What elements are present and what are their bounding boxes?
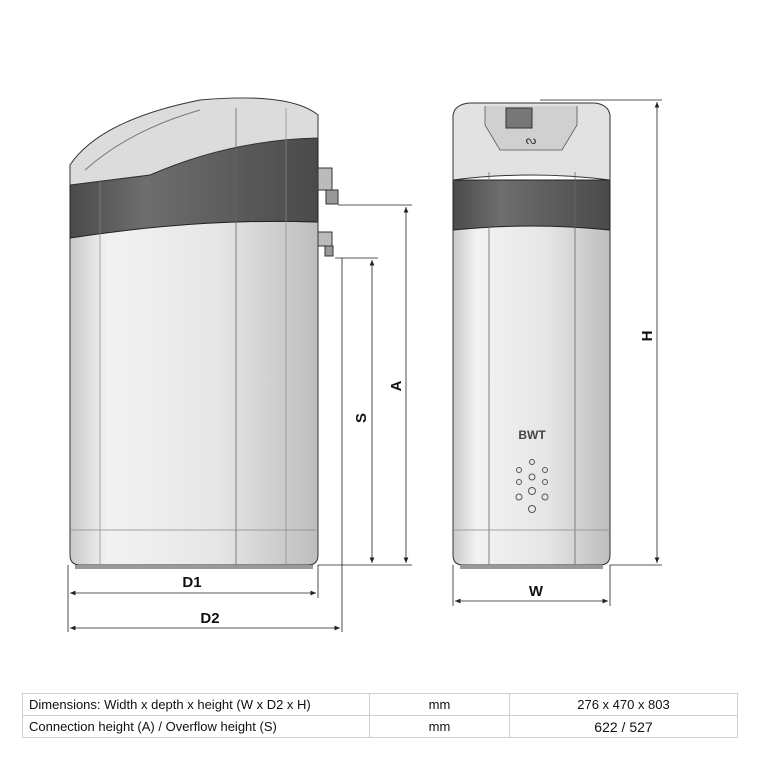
technical-drawing: D1 D2 A S ᔓ BWT W H (67, 97, 662, 632)
spec-unit: mm (369, 693, 510, 716)
side-view (69, 97, 339, 569)
indicator-lights (515, 459, 549, 513)
spec-table: Dimensions: Width x depth x height (W x … (22, 693, 738, 738)
spec-value: 622 / 527 (509, 715, 738, 738)
spec-unit: mm (369, 715, 510, 738)
front-view: ᔓ BWT (452, 102, 611, 569)
spec-label: Connection height (A) / Overflow height … (22, 715, 370, 738)
table-row: Dimensions: Width x depth x height (W x … (22, 693, 738, 716)
logo-icon: ᔓ (526, 133, 537, 147)
brand-logo: BWT (518, 428, 546, 442)
display-screen (505, 107, 533, 129)
table-row: Connection height (A) / Overflow height … (22, 715, 738, 738)
front-dimensions (452, 99, 662, 606)
spec-label: Dimensions: Width x depth x height (W x … (22, 693, 370, 716)
side-dimensions (67, 204, 412, 632)
overflow-pipe (317, 231, 334, 257)
label-s: S (353, 413, 370, 423)
label-h: H (639, 331, 656, 342)
label-a: A (388, 380, 405, 391)
inlet-pipe (317, 167, 339, 205)
spec-value: 276 x 470 x 803 (509, 693, 738, 716)
label-d2: D2 (200, 610, 219, 627)
label-w: W (529, 583, 544, 600)
label-d1: D1 (182, 574, 201, 591)
